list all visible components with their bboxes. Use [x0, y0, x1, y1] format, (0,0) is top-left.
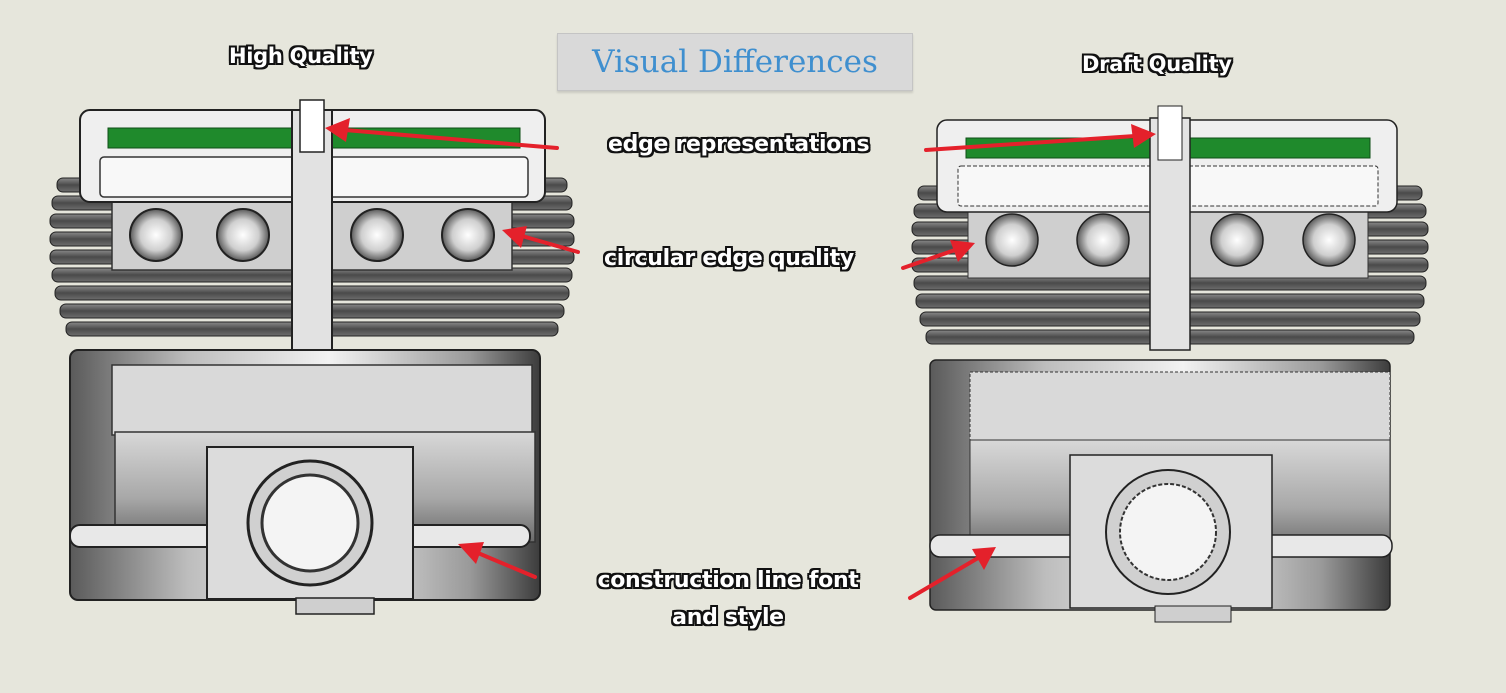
callout-edge-representations: edge representations [608, 132, 870, 157]
heading-draft-quality: Draft Quality [1082, 52, 1232, 76]
intake-ports [985, 213, 1356, 267]
bottom-plate [1154, 605, 1232, 623]
arrow-edge-right [924, 124, 1156, 152]
arrow-edge-left [325, 118, 559, 150]
callout-construction-line-2: and style [672, 605, 784, 630]
arrow-circular-right [901, 240, 975, 270]
arrow-construction-right [908, 547, 996, 600]
crankcase-upper-panel [111, 364, 533, 436]
engine-draft-quality [911, 105, 1429, 623]
callout-circular-edge-quality: circular edge quality [604, 246, 854, 271]
callout-construction-line-1: construction line font [597, 568, 859, 593]
engine-high-quality [49, 99, 575, 615]
bottom-plate [295, 597, 375, 615]
intake-ports [129, 208, 495, 262]
cam-gear [299, 99, 325, 153]
crankcase-upper-panel [969, 371, 1391, 443]
cam-gear [1157, 105, 1183, 161]
title-box: Visual Differences [557, 33, 913, 91]
crank-bore-inner [260, 473, 360, 573]
heading-high-quality: High Quality [229, 44, 373, 68]
arrow-construction-left [458, 542, 537, 579]
crank-bore-inner [1119, 483, 1217, 581]
page-title: Visual Differences [592, 44, 878, 80]
arrow-circular-left [502, 226, 580, 254]
